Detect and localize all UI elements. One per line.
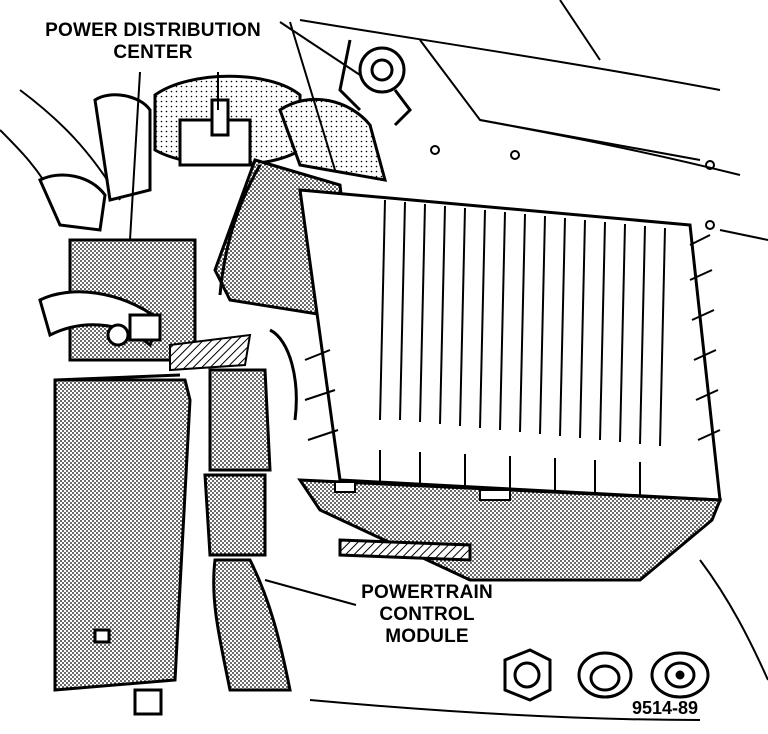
air-cleaner-fins xyxy=(304,234,721,441)
label-powertrain-control-module: POWERTRAIN CONTROL MODULE xyxy=(352,582,502,648)
fasteners xyxy=(503,648,710,702)
grommet-icon xyxy=(577,651,633,699)
label-power-distribution-center: POWER DISTRIBUTION CENTER xyxy=(28,20,278,64)
washer-icon xyxy=(650,651,710,699)
label-pcm-line-2: CONTROL xyxy=(379,604,475,625)
pcm-assembly xyxy=(203,328,472,692)
label-pdc-line-1: POWER DISTRIBUTION xyxy=(45,20,261,41)
label-pcm-line-1: POWERTRAIN xyxy=(361,582,493,603)
label-pcm-line-3: MODULE xyxy=(385,626,469,647)
air-cleaner-ribs xyxy=(379,199,666,447)
air-cleaner-clips xyxy=(334,450,641,501)
label-pdc-line-2: CENTER xyxy=(113,42,193,63)
air-cleaner-housing xyxy=(297,188,723,582)
figure-number: 9514-89 xyxy=(632,698,699,718)
cable-connector xyxy=(338,39,412,127)
harness-hatch xyxy=(169,333,252,372)
hex-nut-icon xyxy=(503,648,552,702)
pdc-assembly xyxy=(38,74,302,232)
pdc-box xyxy=(38,238,197,362)
battery-block xyxy=(53,373,192,716)
leader-lines xyxy=(129,21,361,606)
